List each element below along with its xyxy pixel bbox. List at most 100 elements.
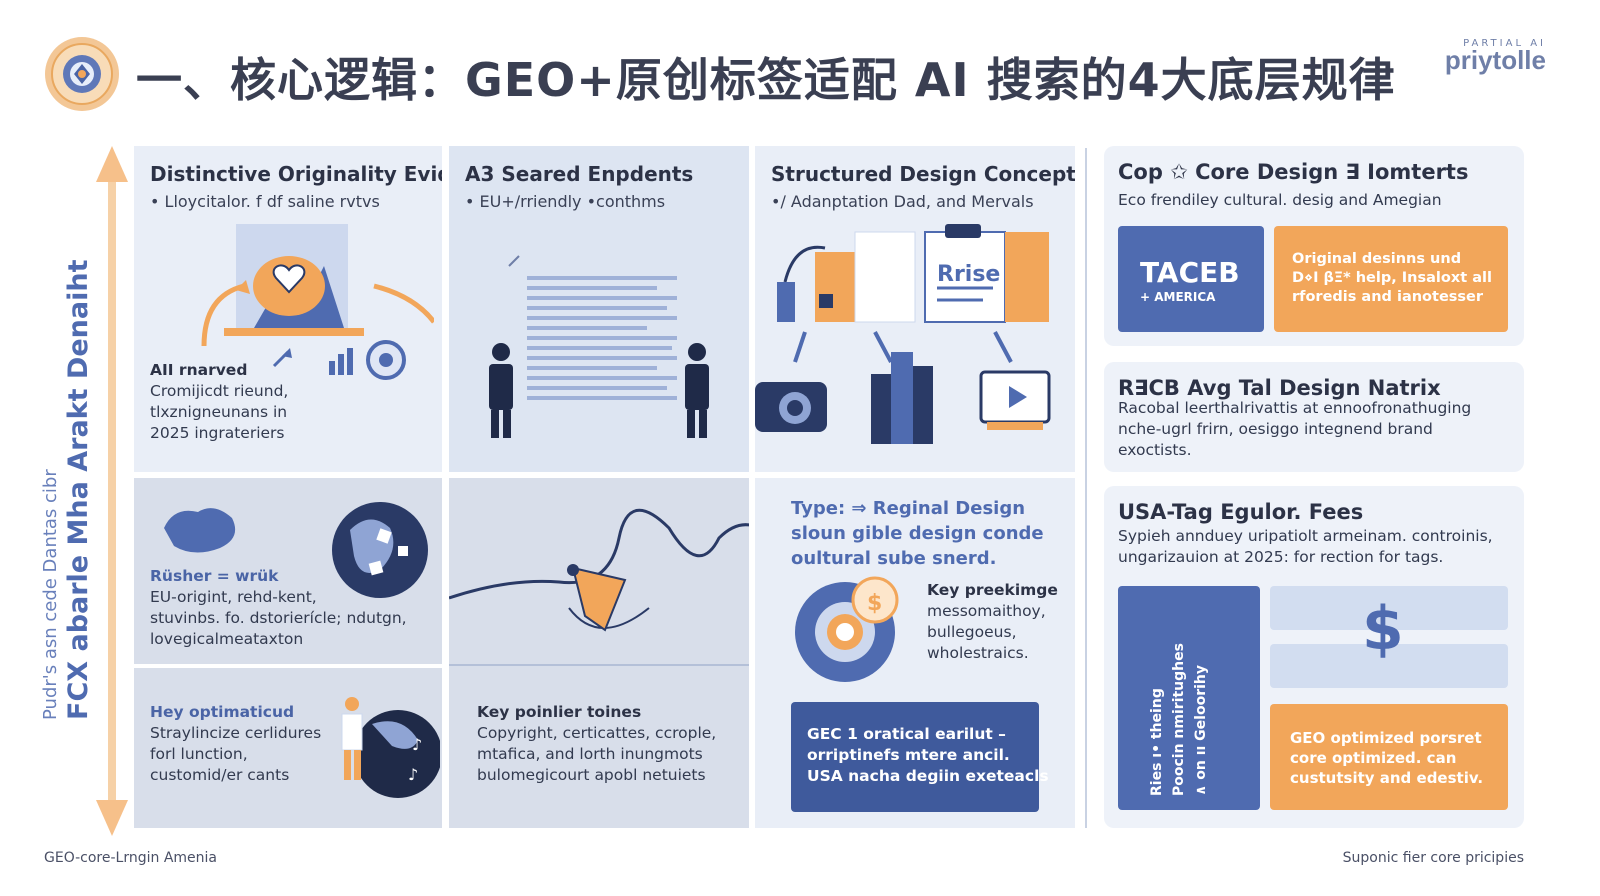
key-line: bullegoeus, bbox=[927, 623, 1017, 641]
panel-originality-evidence: Distinctive Originality Evidence • Lloyc… bbox=[134, 146, 442, 472]
key-line: messomaithoy, bbox=[927, 602, 1046, 620]
box-line: core optimized. can bbox=[1290, 749, 1457, 767]
vertical-line: Poocin nmiritughes bbox=[1171, 643, 1187, 796]
header: 一、核心逻辑：GEO+原创标签适配 AI 搜索的4大底层规律 PARTIAL A… bbox=[44, 36, 1556, 116]
note-line: lovegicalmeataxton bbox=[150, 630, 304, 648]
flow-path-icon bbox=[449, 508, 749, 632]
summary-text: GEC 1 oratical earilut – orriptinefs mte… bbox=[807, 724, 1049, 787]
taceb-box: TACEB + AMERICA bbox=[1118, 226, 1264, 332]
body-line: ungarizauion at 2025: for rection for ta… bbox=[1118, 548, 1444, 566]
note-line: stuvinbs. fo. dstorierícle; ndutgn, bbox=[150, 609, 407, 627]
box-line: rforedis and ianotesser bbox=[1292, 289, 1484, 305]
vertical-divider bbox=[1085, 148, 1087, 828]
mountain-illustration-icon bbox=[201, 224, 434, 380]
doc-label: Rrise bbox=[937, 262, 1001, 287]
dollar-icon: $ bbox=[1362, 594, 1404, 664]
axis-label-line1: Pudr's asn cede Dantas cibr bbox=[40, 469, 61, 720]
note-head: Key poinlier toines bbox=[477, 703, 642, 721]
note-line: mtafica, and lorth inungmots bbox=[477, 745, 703, 763]
card-title: R∃CB Avg Tal Design Natrix bbox=[1118, 376, 1441, 400]
card-title: USA-Tag Egulor. Fees bbox=[1118, 500, 1364, 524]
note-line: 2025 ingrateriers bbox=[150, 424, 285, 442]
note-line: bulomegicourt apobl netuiets bbox=[477, 766, 706, 784]
note-head: Hey optimaticud bbox=[150, 703, 295, 721]
card-body: Sypieh annduey uripatiolt armeinam. cont… bbox=[1118, 526, 1493, 568]
geo-optimized-text: GEO optimized porsret core optimized. ca… bbox=[1290, 728, 1483, 788]
note-block: Rüsher = wrük EU-origint, rehd-kent, stu… bbox=[150, 566, 407, 650]
heading-line: sloun gible design conde bbox=[791, 523, 1044, 544]
panel-regional-design: Type: ⇒ Reginal Design sloun gible desig… bbox=[755, 478, 1075, 828]
original-designs-box: Original desinns und D⋄I βΞ* help, Insal… bbox=[1274, 226, 1508, 332]
globe-icon bbox=[332, 502, 428, 598]
panel-rusher: Rüsher = wrük EU-origint, rehd-kent, stu… bbox=[134, 478, 442, 664]
summary-line: orriptinefs mtere ancil. bbox=[807, 746, 1010, 764]
taceb-sublabel: + AMERICA bbox=[1140, 290, 1216, 304]
box-line: D⋄I βΞ* help, Insaloxt all bbox=[1292, 270, 1492, 286]
body-line: exoctists. bbox=[1118, 441, 1192, 459]
axis-label: Pudr's asn cede Dantas cibr FCX abarle M… bbox=[40, 260, 94, 720]
person-globe-icon: ♪ ♪ bbox=[341, 697, 440, 798]
box-line: Original desinns und bbox=[1292, 251, 1462, 267]
key-line: wholestraics. bbox=[927, 644, 1029, 662]
panel-title: Distinctive Originality Evidence bbox=[150, 162, 442, 186]
placeholder-bar bbox=[1270, 586, 1508, 630]
note-line: forl lunction, bbox=[150, 745, 248, 763]
heading-line: Type: ⇒ Reginal Design bbox=[791, 498, 1026, 519]
original-designs-text: Original desinns und D⋄I βΞ* help, Insal… bbox=[1292, 250, 1492, 307]
ring-chart-icon: $ bbox=[795, 576, 899, 682]
vertical-text-box: Ries ı• theing Poocin nmiritughes ∧ on ı… bbox=[1118, 586, 1260, 810]
footer-left: GEO-core-Lrngin Amenia bbox=[44, 850, 217, 866]
panel-subtitle: • EU+∕rriendly •conthms bbox=[465, 192, 666, 211]
note-line: Cromijicdt rieund, bbox=[150, 382, 289, 400]
vertical-axis bbox=[92, 146, 132, 836]
vertical-line: Ries ı• theing bbox=[1149, 688, 1165, 796]
summary-box: GEC 1 oratical earilut – orriptinefs mte… bbox=[791, 702, 1049, 812]
page-title: 一、核心逻辑：GEO+原创标签适配 AI 搜索的4大底层规律 bbox=[136, 53, 1396, 107]
note-line: Straylincize cerlidures bbox=[150, 724, 322, 742]
note-line: EU-origint, rehd-kent, bbox=[150, 588, 317, 606]
brand-logo: PARTIAL AI priytolle bbox=[1445, 38, 1546, 76]
structured-design-icon bbox=[755, 224, 1051, 444]
panel-key-pointers: Key poinlier toines Copyright, certicatt… bbox=[449, 478, 749, 828]
panel-structured-design: Structured Design Concepts •∕ Adanptatio… bbox=[755, 146, 1075, 472]
note-line: customid/er cants bbox=[150, 766, 290, 784]
body-line: Sypieh annduey uripatiolt armeinam. cont… bbox=[1118, 527, 1493, 545]
taceb-label: TACEB bbox=[1140, 256, 1240, 289]
brand-name: priytolle bbox=[1444, 45, 1546, 75]
vertical-line: ∧ on ıı Geloorihy bbox=[1193, 665, 1209, 796]
brand-tagline: PARTIAL AI bbox=[1463, 38, 1546, 49]
box-line: custutsity and edestiv. bbox=[1290, 769, 1484, 787]
card-body: Racobal leerthalrivattis at ennoofronath… bbox=[1118, 398, 1471, 461]
note-line: tlxznigneunans in bbox=[150, 403, 288, 421]
divider bbox=[449, 664, 749, 666]
panel-key-optimization: Hey optimaticud Straylincize cerlidures … bbox=[134, 668, 442, 828]
note-head: Rüsher = wrük bbox=[150, 567, 279, 585]
key-head: Key preekimge bbox=[927, 581, 1058, 599]
regional-heading: Type: ⇒ Reginal Design sloun gible desig… bbox=[791, 496, 1044, 571]
svg-text:♪: ♪ bbox=[408, 765, 418, 784]
double-arrow-icon bbox=[96, 146, 128, 836]
seal-logo-icon bbox=[45, 37, 119, 111]
axis-label-line2: FCX abarle Mha Arakt Denaiht bbox=[63, 259, 94, 720]
card-usa-tag-fees: USA-Tag Egulor. Fees Sypieh annduey urip… bbox=[1104, 486, 1524, 828]
region-map-icon bbox=[164, 508, 236, 553]
note-block: Hey optimaticud Straylincize cerlidures … bbox=[150, 702, 321, 786]
panel-title: A3 Seared Enpdents bbox=[465, 162, 694, 186]
note-head: AII rnarved bbox=[150, 361, 248, 379]
card-core-design-contents: Cop ✩ Core Design ∃ Iomterts Eco frendil… bbox=[1104, 146, 1524, 346]
card-subtitle: Eco frendiley cultural. desig and Amegia… bbox=[1118, 191, 1442, 209]
svg-text:♪: ♪ bbox=[412, 735, 422, 754]
note-block: AII rnarved Cromijicdt rieund, tlxznigne… bbox=[150, 360, 288, 444]
body-line: nche-ugrl frirn, oesiggo integnend brand bbox=[1118, 420, 1433, 438]
heading-line: oultural sube snerd. bbox=[791, 548, 997, 569]
key-block: Key preekimge messomaithoy, bullegoeus, … bbox=[927, 580, 1058, 664]
card-design-matrix: R∃CB Avg Tal Design Natrix Racobal leert… bbox=[1104, 362, 1524, 472]
footer-right: Suponic fier core pricipies bbox=[1342, 850, 1524, 866]
vertical-text: Ries ı• theing Poocin nmiritughes ∧ on ı… bbox=[1146, 643, 1212, 796]
panel-seared-endpoints: A3 Seared Enpdents • EU+∕rriendly •conth… bbox=[449, 146, 749, 472]
box-line: GEO optimized porsret bbox=[1290, 729, 1482, 747]
card-title: Cop ✩ Core Design ∃ Iomterts bbox=[1118, 160, 1469, 184]
note-block: Key poinlier toines Copyright, certicatt… bbox=[477, 702, 716, 786]
summary-line: GEC 1 oratical earilut – bbox=[807, 725, 1006, 743]
panel-title: Structured Design Concepts bbox=[771, 162, 1075, 186]
